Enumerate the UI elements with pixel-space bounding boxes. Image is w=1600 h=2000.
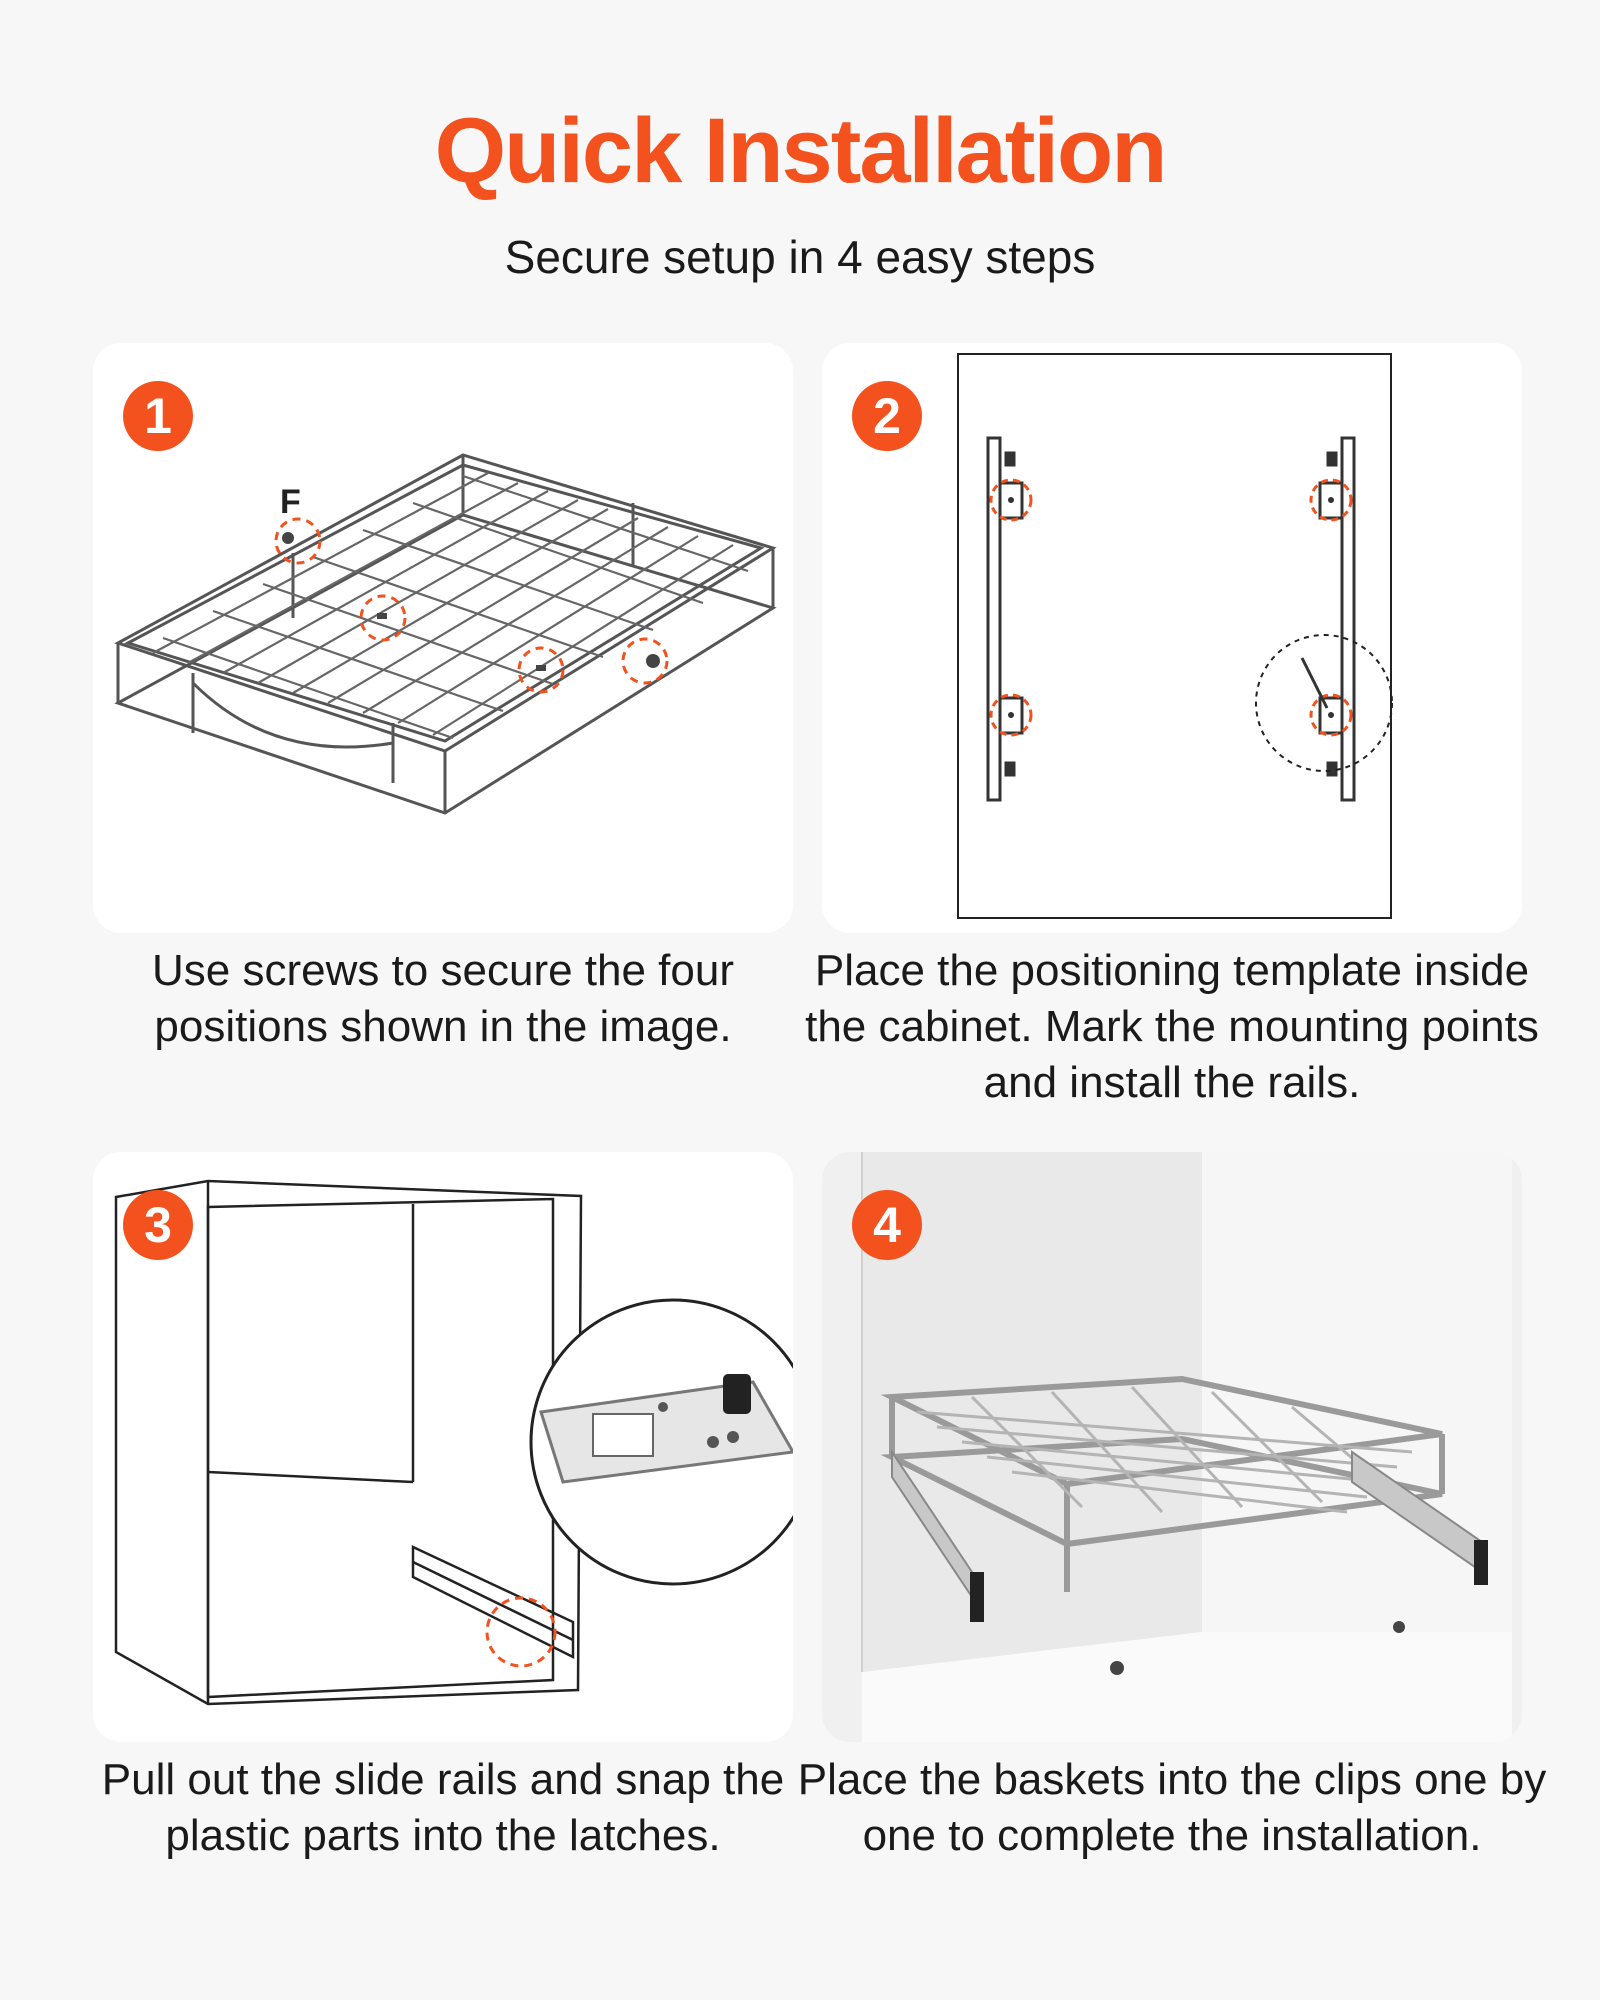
positioning-template-illustration bbox=[957, 353, 1393, 919]
step-2-caption: Place the positioning template inside th… bbox=[805, 946, 1539, 1107]
step-3-caption: Pull out the slide rails and snap the pl… bbox=[101, 1755, 785, 1860]
step-1-caption: Use screws to secure the four positions … bbox=[151, 946, 734, 1051]
installed-basket-illustration bbox=[822, 1152, 1522, 1742]
step-4-card: 4 bbox=[822, 1152, 1522, 1742]
page-subtitle: Secure setup in 4 easy steps bbox=[504, 231, 1096, 283]
step-2-card: 2 bbox=[822, 343, 1522, 933]
page-title: Quick Installation bbox=[434, 100, 1168, 202]
step-4-number-badge: 4 bbox=[852, 1190, 922, 1260]
step-2-number-badge: 2 bbox=[852, 381, 922, 451]
step-3-card: 3 bbox=[93, 1152, 793, 1742]
slide-rail-latch-illustration bbox=[114, 1179, 793, 1706]
step-1-number-badge: 1 bbox=[123, 381, 193, 451]
step-3-number-badge: 3 bbox=[123, 1190, 193, 1260]
step-1-card: 1 bbox=[93, 343, 793, 933]
step-4-caption: Place the baskets into the clips one by … bbox=[797, 1755, 1547, 1860]
screw-label-f: F bbox=[280, 483, 301, 521]
basket-screw-illustration: F bbox=[114, 453, 777, 815]
